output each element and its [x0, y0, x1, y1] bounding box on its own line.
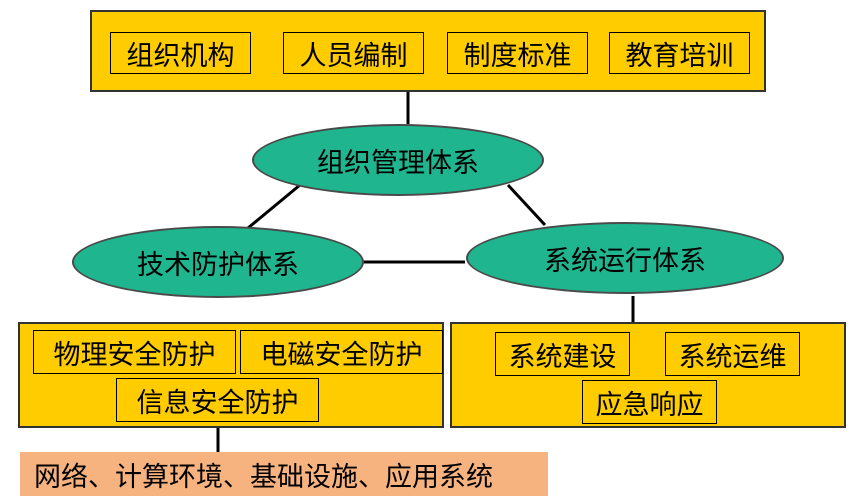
left-item-electromagnetic: 电磁安全防护 — [240, 330, 443, 374]
right-node: 系统运行体系 — [466, 222, 784, 294]
left-node: 技术防护体系 — [72, 226, 364, 298]
left-item-information: 信息安全防护 — [116, 378, 319, 422]
top-item-training: 教育培训 — [609, 32, 750, 74]
left-item-physical: 物理安全防护 — [33, 330, 236, 374]
top-item-staffing: 人员编制 — [283, 32, 424, 74]
right-item-emergency: 应急响应 — [582, 380, 717, 424]
right-item-construction: 系统建设 — [495, 332, 630, 376]
center-node: 组织管理体系 — [252, 124, 544, 196]
center-left-connector — [247, 183, 301, 230]
center-right-connector — [506, 183, 547, 227]
footer-label: 网络、计算环境、基础设施、应用系统 — [20, 452, 548, 496]
top-item-organization: 组织机构 — [110, 32, 251, 74]
right-item-maintenance: 系统运维 — [665, 332, 800, 376]
top-item-standards: 制度标准 — [447, 32, 588, 74]
